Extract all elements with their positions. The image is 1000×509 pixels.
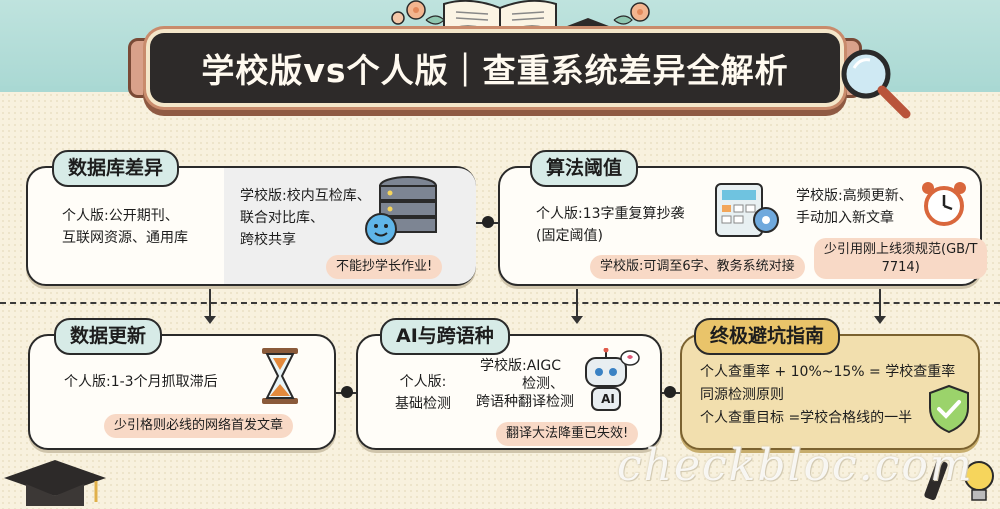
ai-school-line-2: 检测、	[522, 376, 564, 392]
algorithm-school-line-1: 学校版:高频更新、	[796, 188, 913, 204]
connector-dot-top	[482, 216, 494, 228]
database-personal-line-2: 互联网资源、通用库	[62, 230, 188, 246]
guide-line-1: 个人查重率 + 10%~15% = 学校查重率	[700, 364, 956, 380]
mascot-icon	[365, 213, 397, 245]
database-tip: 不能抄学长作业!	[326, 255, 443, 279]
card-label-update: 数据更新	[54, 318, 163, 355]
alarm-clock-icon	[922, 182, 966, 226]
ai-personal-line-1: 个人版:	[399, 374, 447, 390]
hourglass-icon	[262, 348, 298, 404]
arrow-line-2	[576, 288, 578, 318]
algorithm-tip: 少引用刚上线须规范(GB/T 7714)	[814, 238, 988, 280]
arrow-line-1	[209, 288, 211, 318]
robot-label: AI	[601, 392, 615, 406]
algorithm-personal-line-2: (固定阈值)	[536, 228, 603, 244]
card-label-ai: AI与跨语种	[380, 318, 510, 355]
ai-school-line-1: 学校版:AIGC	[480, 358, 562, 374]
database-school-line-1: 学校版:校内互检库、	[240, 188, 371, 204]
arrow-head-2	[571, 316, 583, 324]
ai-tip: 翻译大法降重已失效!	[496, 422, 639, 446]
algorithm-tip-line-1: 少引用刚上线须规范(GB/T	[824, 242, 978, 257]
update-tip: 少引格则必线的网络首发文章	[104, 414, 294, 438]
ai-personal-line-2: 基础检测	[395, 396, 451, 412]
algorithm-school-pill: 学校版:可调至6字、教务系统对接	[590, 255, 805, 279]
algorithm-tip-line-2: 7714)	[881, 259, 920, 275]
watermark: checkbloc.com	[617, 440, 974, 491]
calculator-gear-icon	[715, 183, 779, 237]
page-title: 学校版vs个人版｜查重系统差异全解析	[201, 51, 789, 90]
magnifier-icon	[841, 49, 911, 119]
database-school-line-2: 联合对比库、	[240, 210, 324, 226]
guide-line-2: 同源检测原则	[700, 387, 784, 403]
arrow-head-1	[204, 316, 216, 324]
arrow-line-3	[879, 288, 881, 318]
flower-right-icon	[613, 2, 650, 25]
algorithm-school-line-2: 手动加入新文章	[796, 210, 894, 226]
card-label-algorithm: 算法阈值	[530, 150, 639, 187]
flower-left-icon	[391, 0, 445, 25]
shield-check-icon	[929, 384, 969, 434]
lightbulb-icon	[964, 461, 994, 501]
robot-icon	[585, 348, 640, 411]
update-personal: 个人版:1-3个月抓取滞后	[64, 374, 218, 390]
database-school-line-3: 跨校共享	[240, 232, 296, 248]
pen-icon	[924, 459, 948, 501]
connector-dot-bottom-right	[664, 386, 676, 398]
graduation-cap-bottom-icon	[4, 460, 106, 506]
ai-school-line-3: 跨语种翻译检测	[476, 394, 574, 410]
algorithm-personal-line-1: 个人版:13字重复算抄袭	[536, 206, 685, 222]
connector-dot-bottom-left	[341, 386, 353, 398]
title-banner: 学校版vs个人版｜查重系统差异全解析	[150, 33, 840, 103]
section-divider	[0, 302, 1000, 304]
guide-line-3: 个人查重目标 =学校合格线的一半	[700, 410, 913, 426]
book-icon	[443, 0, 557, 34]
arrow-head-3	[874, 316, 886, 324]
card-label-database: 数据库差异	[52, 150, 180, 187]
card-label-guide: 终极避坑指南	[694, 318, 841, 355]
database-personal-line-1: 个人版:公开期刊、	[62, 208, 179, 224]
